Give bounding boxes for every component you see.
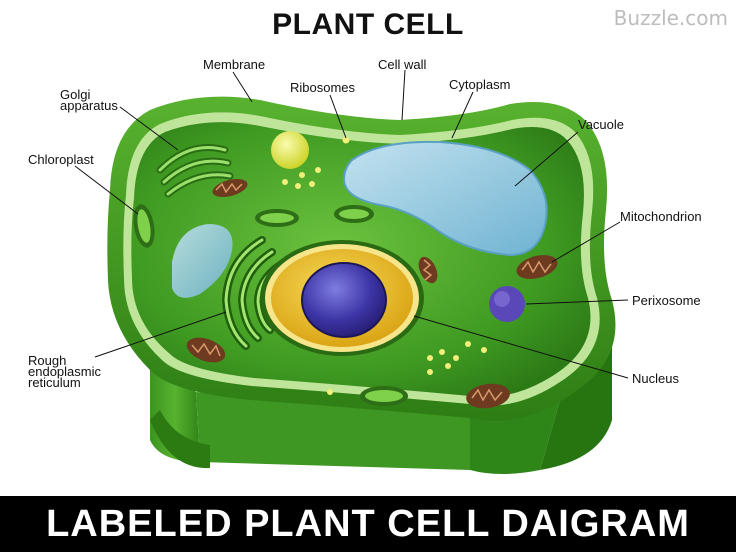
vacuole	[342, 140, 548, 257]
large-granule	[271, 131, 309, 169]
label-cytoplasm: Cytoplasm	[449, 77, 511, 92]
label-mitochondrion: Mitochondrion	[620, 209, 702, 224]
leader-lines	[74, 69, 629, 379]
chloroplast-top	[255, 209, 299, 227]
label-rough-er-line3: reticulum	[28, 375, 81, 390]
label-golgi-line1: Golgi	[60, 87, 91, 102]
mitochondrion-2	[186, 337, 226, 363]
label-rough-er-line1: Rough	[28, 353, 67, 368]
label-chloroplast: Chloroplast	[28, 152, 94, 167]
mitochondrion-3	[418, 256, 438, 284]
rough-er	[221, 236, 284, 350]
caption-banner: LABELED PLANT CELL DAIGRAM	[0, 496, 736, 552]
label-vacuole: Vacuole	[578, 117, 625, 132]
perixosome-highlight	[494, 291, 510, 307]
small-vacuole	[172, 224, 233, 298]
label-ribosomes: Ribosomes	[290, 80, 356, 95]
nucleus	[260, 240, 424, 356]
label-rough-er-line2: endoplasmic	[28, 364, 101, 379]
chloroplast-bottom	[360, 386, 408, 406]
label-membrane: Membrane	[203, 57, 266, 72]
mitochondrion-5	[466, 383, 510, 409]
page-title: PLANT CELL	[272, 8, 464, 41]
mitochondrion-4	[516, 255, 558, 279]
label-nucleus: Nucleus	[632, 371, 679, 386]
label-perixosome: Perixosome	[632, 293, 701, 308]
label-golgi-line2: apparatus	[60, 98, 118, 113]
ribosome-dots	[282, 136, 487, 395]
chloroplast-left	[133, 204, 155, 248]
golgi-apparatus	[156, 144, 234, 198]
label-cell-wall: Cell wall	[378, 57, 427, 72]
watermark: Buzzle.com	[613, 6, 728, 30]
chloroplast-mid	[334, 205, 374, 223]
mitochondrion-1	[212, 178, 248, 198]
